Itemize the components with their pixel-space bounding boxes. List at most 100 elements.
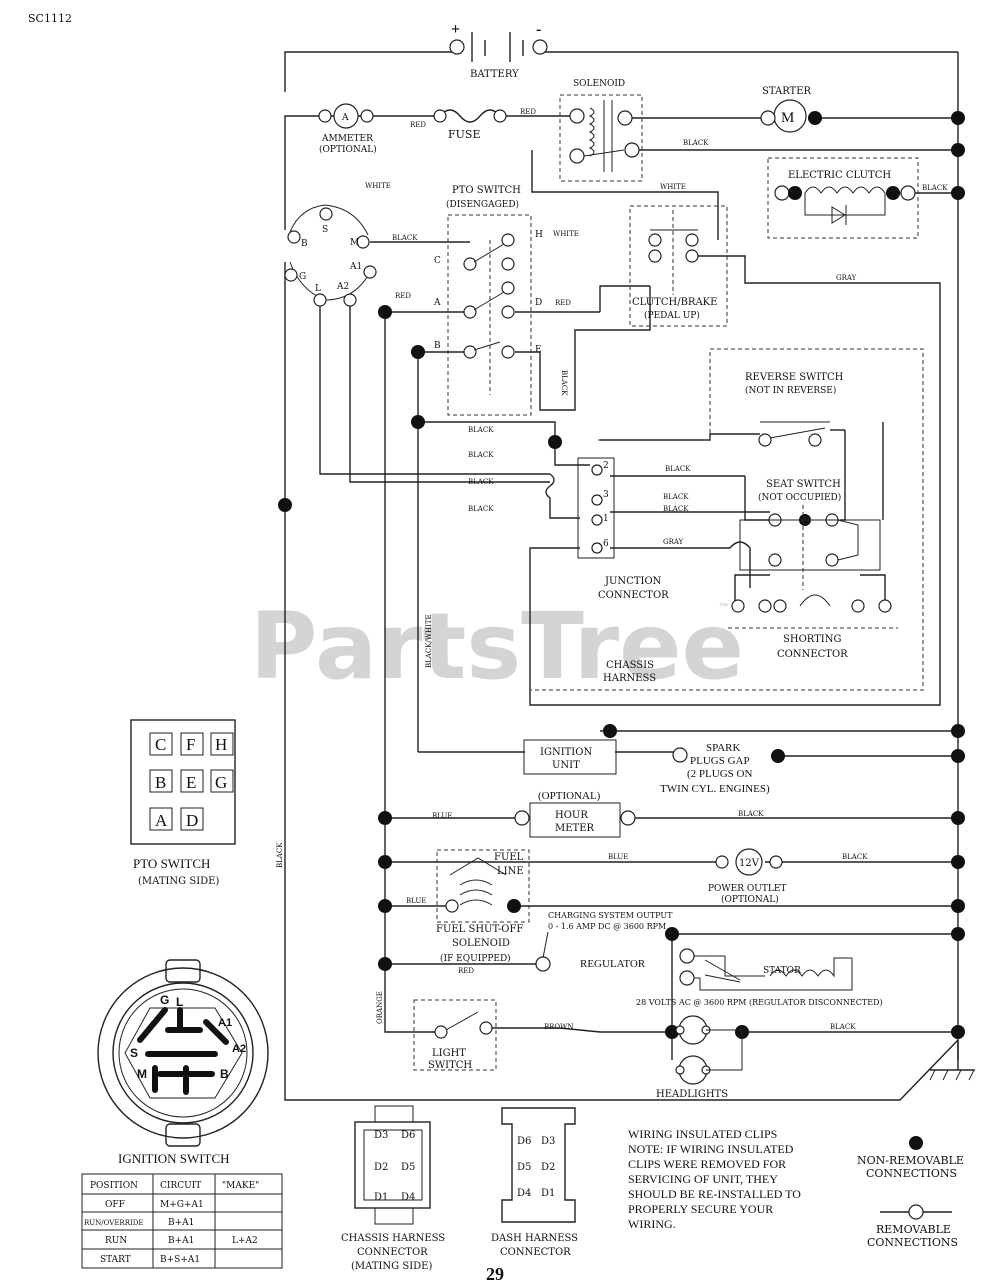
seat-switch-state: (NOT OCCUPIED) [758,492,841,503]
ign-terminal-l: L [315,284,321,294]
note-line-1: WIRING INSULATED CLIPS [628,1127,777,1141]
table-row-0-pos: OFF [105,1200,125,1210]
ign-face-a2: A2 [232,1043,246,1055]
legend-non-removable-2: CONNECTIONS [866,1167,957,1180]
page-number: 29 [486,1264,504,1280]
wire-red-ammeter: RED [410,121,426,129]
chassis-pin-d4: D4 [401,1192,415,1203]
chassis-connector-caption-2: CONNECTOR [357,1247,428,1258]
ignition-table: POSITION CIRCUIT "MAKE" OFF M+G+A1 RUN/O… [81,1173,283,1269]
wire-black-outlet: BLACK [842,853,868,861]
page-code: SC1112 [28,12,72,25]
solenoid: SOLENOID [559,79,643,182]
wire-black-b: BLACK [468,426,494,434]
fuel-shutoff-label-3: (IF EQUIPPED) [440,953,511,964]
chassis-connector-caption-3: (MATING SIDE) [351,1261,432,1272]
wire-black-clutch: BLACK [922,184,948,192]
wire-black-2: BLACK [468,478,494,486]
wire-red-d: RED [555,299,571,307]
wire-white-top: WHITE [365,182,391,190]
spark-label-3: (2 PLUGS ON [687,768,752,780]
ign-face-g: G [160,993,169,1007]
wire-black-junction-2: BLACK [665,465,691,473]
clutch-brake: CLUTCH/BRAKE (PEDAL UP) [629,205,728,327]
wiring-note: WIRING INSULATED CLIPS NOTE: IF WIRING I… [628,1127,801,1231]
removable-ring-icon [908,1204,924,1220]
solenoid-label: SOLENOID [573,79,625,89]
wire-blue-hour: BLUE [432,812,452,820]
fuse: FUSE [433,109,507,141]
wire-color-labels: RED RED BLACK BLACK WHITE WHITE WHITE BL… [276,108,948,1031]
hour-meter: (OPTIONAL) HOUR METER [514,790,636,838]
light-switch-label-1: LIGHT [432,1048,466,1059]
clutch-brake-state: (PEDAL UP) [644,310,700,321]
table-row-2-make: L+A2 [232,1236,258,1246]
table-row-0-circuit: M+G+A1 [160,1200,204,1210]
pto-mating-caption-1: PTO SWITCH [133,856,210,871]
main-wires [284,51,975,1101]
fuel-shutoff-label-2: SOLENOID [452,938,510,949]
note-line-7: WIRING. [628,1217,676,1231]
ignition-unit-label-1: IGNITION [540,747,592,758]
pto-mating-d: D [186,811,198,830]
power-outlet-symbol: 12V [739,858,760,869]
pto-terminal-d: D [535,298,542,308]
wire-black-hour: BLACK [738,810,764,818]
junction-pin-3: 3 [603,490,609,500]
shorting-connector-label-2: CONNECTOR [777,649,848,660]
wire-black-left: BLACK [276,842,284,868]
starter: M STARTER [760,86,822,133]
ignition-switch-caption: IGNITION SWITCH [118,1151,230,1166]
table-header-position: POSITION [90,1181,138,1191]
clutch-brake-label: CLUTCH/BRAKE [632,297,717,308]
volt-ac-label: 28 VOLTS AC @ 3600 RPM (REGULATOR DISCON… [636,998,883,1007]
table-header-circuit: CIRCUIT [160,1181,201,1191]
starter-symbol: M [781,110,794,126]
pto-terminal-c: C [434,256,441,266]
junction-pin-2: 2 [603,461,609,471]
battery-label: BATTERY [470,69,519,80]
ign-face-s: S [130,1046,138,1060]
chassis-pin-d5: D5 [401,1162,415,1173]
table-row-3-circuit: B+S+A1 [160,1255,200,1265]
pto-mating-c: C [155,735,166,754]
dash-connector-caption-1: DASH HARNESS [491,1233,578,1244]
ign-terminal-a1: A1 [349,262,362,272]
wire-black-junction-1: BLACK [663,505,689,513]
wire-black-white: BLACK/WHITE [425,614,433,668]
pto-mating-caption-2: (MATING SIDE) [138,876,219,887]
fuel-shutoff: FUEL LINE FUEL SHUT-OFF SOLENOID (IF EQU… [436,849,530,964]
table-row-1-circuit: B+A1 [168,1218,194,1228]
table-row-3-pos: START [100,1255,131,1265]
electric-clutch-label: ELECTRIC CLUTCH [788,170,891,181]
headlights-label: HEADLIGHTS [656,1089,728,1100]
dash-pin-d2: D2 [541,1162,555,1173]
wire-gray-junction: GRAY [663,538,684,546]
regulator-label: REGULATOR [580,958,646,970]
wire-black-m: BLACK [392,234,418,242]
wire-black-solenoid: BLACK [683,139,709,147]
wire-gray: GRAY [836,274,857,282]
ign-terminal-m: M [350,238,359,248]
fuel-shutoff-label-1: FUEL SHUT-OFF [436,924,523,935]
watermark: PartsTree [250,593,744,700]
fuel-line-label-2: LINE [497,866,524,877]
dash-pin-d6: D6 [517,1136,531,1147]
spark-label-2: PLUGS GAP [690,755,750,767]
ign-terminal-b: B [301,239,308,249]
pto-mating-f: F [186,735,195,754]
chassis-connector-caption-1: CHASSIS HARNESS [341,1233,445,1244]
pto-switch-state: (DISENGAGED) [446,199,519,210]
pto-mating-h: H [215,735,227,754]
ignition-unit-label-2: UNIT [552,760,580,771]
safety-switch-area: REVERSE SWITCH (NOT IN REVERSE) SEAT SWI… [530,348,924,691]
pto-mating-a: A [155,811,168,830]
spark-label-4: TWIN CYL. ENGINES) [660,783,770,795]
wire-orange: ORANGE [376,991,384,1024]
chassis-harness-label-2: HARNESS [603,673,656,684]
ign-terminal-s: S [322,225,328,235]
ign-face-m: M [137,1067,147,1081]
note-line-6: PROPERLY SECURE YOUR [628,1202,773,1216]
wire-black-headlights: BLACK [830,1023,856,1031]
